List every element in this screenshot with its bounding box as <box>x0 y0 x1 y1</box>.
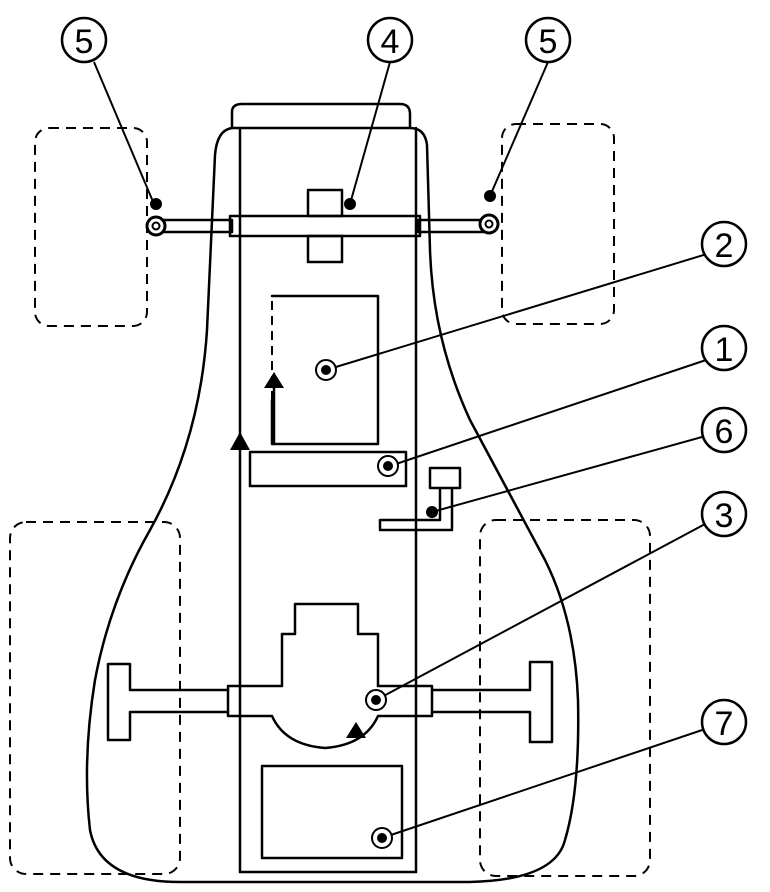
leader-2 <box>325 249 721 371</box>
point-3 <box>371 695 381 705</box>
body-outline <box>85 126 580 884</box>
callout-5-right-label: 5 <box>539 23 558 61</box>
leader-3 <box>375 515 721 701</box>
point-5-left <box>150 198 162 210</box>
callout-1: 1 <box>700 324 748 372</box>
rear-left-wheel <box>9 521 181 875</box>
front-right-ball-joint-inner <box>484 219 494 229</box>
point-4 <box>344 198 356 210</box>
diff-arrow-head <box>346 722 366 738</box>
front-right-wheel <box>501 123 615 325</box>
callout-3: 3 <box>700 490 748 538</box>
callout-5-left: 5 <box>60 16 108 64</box>
steering-box-bottom <box>306 234 344 264</box>
point-2 <box>321 365 331 375</box>
callout-7-label: 7 <box>715 705 734 743</box>
callout-4: 4 <box>366 16 414 64</box>
leader-6 <box>431 431 721 513</box>
callout-2: 2 <box>700 220 748 268</box>
steering-box-top <box>306 188 344 218</box>
point-5-right <box>484 190 496 202</box>
point-1 <box>383 461 393 471</box>
point-7 <box>377 833 387 843</box>
engine-block <box>270 294 380 446</box>
callout-4-label: 4 <box>381 23 400 61</box>
rear-box <box>260 764 404 860</box>
chassis-frame <box>230 102 412 130</box>
transmission-case <box>248 450 408 488</box>
callout-7: 7 <box>700 698 748 746</box>
callout-5-left-label: 5 <box>75 23 94 61</box>
callout-1-label: 1 <box>715 331 734 369</box>
leader-1 <box>389 353 725 467</box>
shift-lever-body <box>378 486 454 532</box>
rear-axle-left <box>106 662 230 742</box>
rear-differential <box>226 602 434 750</box>
leader-5-right <box>489 61 549 197</box>
leader-4 <box>349 61 391 205</box>
steering-rack <box>228 214 422 238</box>
shift-lever-knob <box>428 466 462 490</box>
front-left-ball-joint-inner <box>151 221 161 231</box>
rear-right-wheel <box>479 519 651 877</box>
front-tie-rod-left <box>158 218 234 234</box>
rear-axle-right <box>430 660 554 744</box>
front-tie-rod-right <box>416 218 486 234</box>
callout-6-label: 6 <box>715 413 734 451</box>
callout-2-label: 2 <box>715 227 734 265</box>
engine-arrow-head <box>264 372 284 388</box>
callout-5-right: 5 <box>524 16 572 64</box>
leader-5-left <box>93 61 155 205</box>
point-6 <box>426 506 438 518</box>
frame-arrow-head <box>230 432 250 450</box>
front-left-wheel <box>34 127 148 327</box>
callout-6: 6 <box>700 406 748 454</box>
callout-3-label: 3 <box>715 497 734 535</box>
leader-7 <box>381 723 721 839</box>
